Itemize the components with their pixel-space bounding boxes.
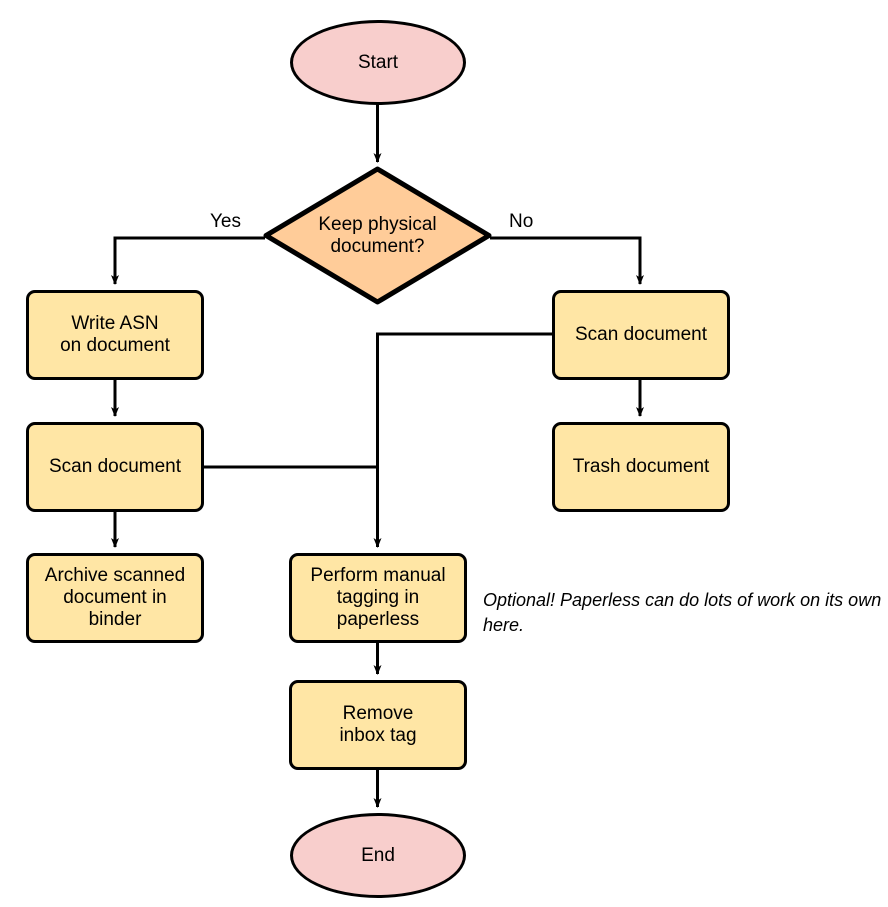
edge-decision-yes-to-write-asn [111,236,265,285]
node-scan-document-left-label: Scan document [48,456,182,477]
node-scan-document-left[interactable]: Scan document [26,422,204,512]
node-perform-manual-tagging-in-paperless[interactable]: Perform manual tagging in paperless [289,553,467,643]
edge-scan-right-to-manual-tagging [373,332,552,548]
node-trash-document-label: Trash document [572,456,710,477]
node-archive-scanned-document-in-binder[interactable]: Archive scanned document in binder [26,553,204,643]
node-keep-physical-document-label: Keep physical document? [318,213,437,257]
node-keep-physical-document-decision[interactable]: Keep physical document? [263,166,492,305]
edge-decision-no-to-scan-right [490,236,644,285]
node-start[interactable]: Start [290,20,466,105]
node-archive-scanned-document-in-binder-label: Archive scanned document in binder [44,565,186,630]
node-write-asn-on-document-label: Write ASN on document [60,313,170,356]
node-end[interactable]: End [290,813,466,898]
edge-label-no: No [509,211,534,232]
node-scan-document-right[interactable]: Scan document [552,290,730,380]
diamond-shape [263,166,492,305]
node-remove-inbox-tag[interactable]: Remove inbox tag [289,680,467,770]
node-trash-document[interactable]: Trash document [552,422,730,512]
edge-label-yes: Yes [210,211,241,232]
node-end-label: End [361,844,395,866]
node-remove-inbox-tag-label: Remove inbox tag [339,703,417,746]
node-scan-document-right-label: Scan document [574,324,708,345]
node-perform-manual-tagging-in-paperless-label: Perform manual tagging in paperless [310,565,446,630]
node-write-asn-on-document[interactable]: Write ASN on document [26,290,204,380]
optional-note-annotation: Optional! Paperless can do lots of work … [483,590,882,635]
node-start-label: Start [357,51,399,73]
